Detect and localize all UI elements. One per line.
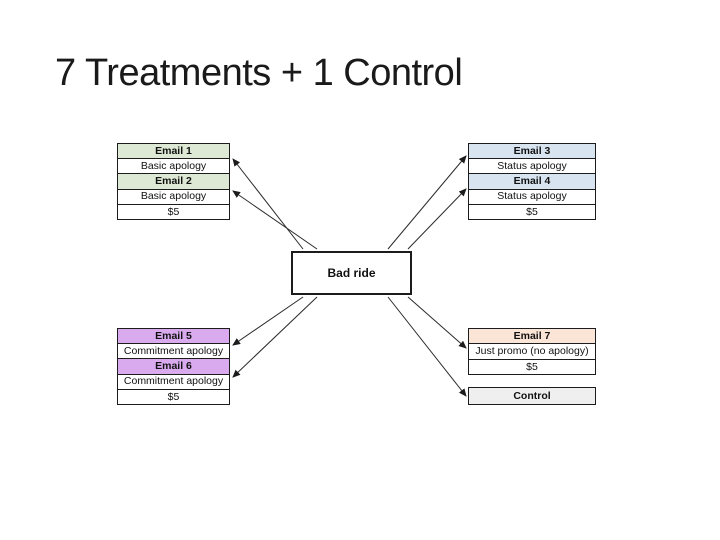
detail-row: Basic apology [118, 188, 229, 204]
arrow-to-email-6 [232, 296, 318, 378]
detail-row: Basic apology [118, 158, 229, 173]
slide-title: 7 Treatments + 1 Control [55, 52, 463, 94]
email-header-row: Email 7 [469, 329, 595, 344]
email-header-row: Email 2 [118, 173, 229, 189]
detail-row: Commitment apology [118, 343, 229, 358]
email-header-row: Email 5 [118, 329, 229, 344]
arrow-to-email-4 [407, 188, 467, 250]
email-header-row: Email 3 [469, 144, 595, 159]
detail-row: $5 [118, 388, 229, 404]
group-control: Control [468, 387, 596, 405]
arrow-to-control [387, 296, 467, 397]
arrow-to-email-1 [232, 158, 304, 250]
detail-row: Status apology [469, 158, 595, 173]
email-header-row: Email 4 [469, 173, 595, 189]
email-header-row: Email 6 [118, 358, 229, 374]
detail-row: $5 [469, 203, 595, 219]
detail-row: Commitment apology [118, 373, 229, 389]
detail-row: Status apology [469, 188, 595, 204]
bad-ride-label: Bad ride [327, 266, 376, 280]
detail-row: $5 [469, 358, 595, 374]
email-header-row: Email 1 [118, 144, 229, 159]
email-header-row: Control [469, 388, 595, 404]
arrow-to-email-7 [407, 296, 467, 349]
detail-row: Just promo (no apology) [469, 343, 595, 358]
arrow-to-email-5 [232, 296, 304, 346]
bad-ride-node: Bad ride [291, 251, 412, 295]
detail-row: $5 [118, 203, 229, 219]
arrow-to-email-2 [232, 190, 318, 250]
arrow-to-email-3 [387, 155, 467, 250]
